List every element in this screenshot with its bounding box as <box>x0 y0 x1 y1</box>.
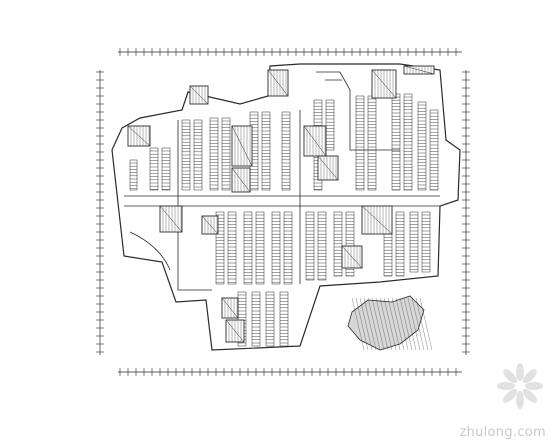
stall-row <box>271 211 281 285</box>
stall-row <box>243 211 253 285</box>
key-plan-hatch <box>375 297 389 351</box>
stair-core <box>221 297 239 319</box>
stall-row <box>333 211 343 277</box>
key-plan-hatch <box>399 297 413 351</box>
stall-row <box>161 147 171 191</box>
key-plan-hatch <box>383 297 397 351</box>
key-plan-hatch <box>391 297 405 351</box>
stall-row <box>149 147 159 191</box>
key-plan-hatch <box>359 297 373 351</box>
stair-core <box>403 65 435 75</box>
stair-core <box>361 205 393 235</box>
stair-cores <box>127 65 435 343</box>
key-plan-hatch <box>367 297 381 351</box>
stair-core <box>303 125 327 157</box>
stall-row <box>221 117 231 191</box>
watermark-logo-icon <box>497 363 543 409</box>
stall-row <box>227 211 237 285</box>
stair-core <box>201 215 219 235</box>
stall-row <box>255 211 265 285</box>
stair-core <box>159 205 183 233</box>
stair-core <box>231 167 251 193</box>
key-plan-hatch <box>407 297 421 351</box>
key-plan-hatch <box>379 297 393 351</box>
watermark-petal <box>503 388 518 403</box>
building-outer-wall <box>111 63 461 351</box>
stall-row <box>265 291 275 347</box>
key-plan-hatch <box>351 297 365 351</box>
stall-row <box>395 211 405 277</box>
west-driveway <box>177 120 212 291</box>
stall-row <box>429 109 439 191</box>
stall-row <box>281 111 291 191</box>
stair-core <box>189 85 209 105</box>
key-plan-hatch <box>419 297 433 351</box>
building-outline <box>111 63 461 351</box>
key-plan-hatch <box>403 297 417 351</box>
watermark-petal <box>497 382 515 390</box>
axis-grid-ticks <box>96 48 470 376</box>
stair-core <box>341 245 363 269</box>
stall-row <box>251 291 261 347</box>
stall-row <box>129 159 138 191</box>
key-plan-hatch <box>387 297 401 351</box>
stall-row <box>367 95 377 191</box>
stall-row <box>325 99 335 151</box>
stair-core <box>127 125 151 147</box>
key-plan-hatch <box>411 297 425 351</box>
key-plan-hatch <box>415 297 429 351</box>
watermark-petal <box>522 388 537 403</box>
stall-row <box>305 211 315 281</box>
stall-row <box>261 111 271 191</box>
watermark-petal <box>503 369 518 384</box>
stall-row <box>209 117 219 191</box>
stall-row <box>193 119 203 191</box>
watermark-petal <box>522 369 537 384</box>
key-plan-hatch <box>363 297 377 351</box>
key-plan-hatch <box>395 297 409 351</box>
key-plan-inset <box>347 295 433 351</box>
stall-row <box>421 211 431 273</box>
key-plan-hatch <box>355 297 369 351</box>
stall-row <box>409 211 419 273</box>
watermark-petal <box>525 382 543 390</box>
stall-row <box>403 93 413 191</box>
stall-row <box>355 95 365 191</box>
exit-ramp-curve <box>129 231 171 271</box>
stall-row <box>181 119 191 191</box>
stall-row <box>317 211 327 281</box>
watermark-petal <box>516 391 524 409</box>
stair-core <box>267 69 289 97</box>
watermark-text: zhulong.com <box>459 425 546 440</box>
stair-core <box>231 125 253 167</box>
stall-row <box>417 101 427 191</box>
stair-core <box>371 69 397 99</box>
stall-row <box>391 93 401 191</box>
stall-row <box>279 291 289 347</box>
stair-core <box>317 155 339 181</box>
watermark-petal <box>516 363 524 381</box>
stall-row <box>283 211 293 285</box>
key-plan-hatch <box>371 297 385 351</box>
entry-ramp <box>316 71 400 151</box>
stair-core <box>225 319 245 343</box>
